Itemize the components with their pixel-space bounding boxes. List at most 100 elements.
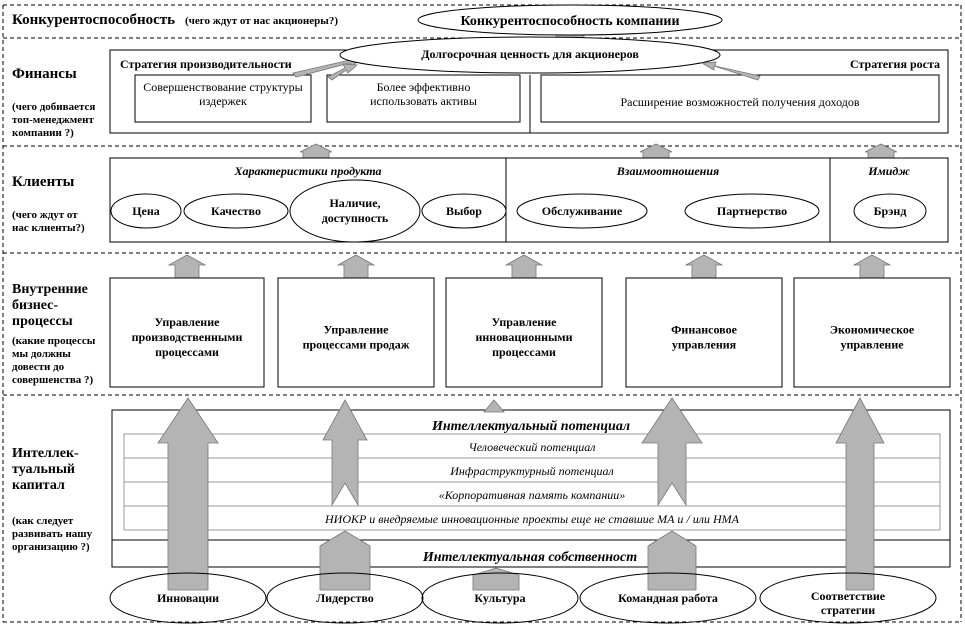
client-value-label: Партнерство [717,204,787,218]
up-arrow-icon [483,399,505,413]
client-value-label: Обслуживание [542,204,623,218]
process-label: процессами продаж [303,338,410,352]
client-value-ellipse [684,193,820,229]
driver-ellipse [759,572,937,624]
up-arrow-icon [167,254,207,279]
finance-objective: издержек [199,94,247,108]
row-subtitle: (чего ждут от [12,209,78,221]
driver-label: Командная работа [618,591,718,605]
potential-title: Интеллектуальный потенциал [431,419,630,434]
potential-layer [123,505,941,531]
up-arrow-icon [504,254,544,279]
driver-label: Лидерство [316,591,374,605]
up-arrow-icon [639,143,673,159]
potential-layer-label: НИОКР и внедряемые инновационные проекты… [324,512,740,526]
process-label: Управление [155,315,221,329]
row-title: Финансы [12,66,77,82]
chevron-arrow-icon [647,530,697,591]
process-label: управление [840,338,904,352]
row-title: процессы [12,314,73,329]
client-value-ellipse [421,193,507,229]
finance-objective: Более эффективно [377,80,471,94]
row-title: капитал [12,478,65,493]
strategy-label: Стратегия роста [850,57,940,71]
row-title: Конкурентоспособность [12,12,175,28]
chevron-arrow-icon [319,530,371,591]
client-value-label: доступность [322,211,389,225]
potential-layer-label: Инфраструктурный потенциал [449,464,614,478]
process-label: Финансовое [671,323,737,337]
row-subtitle: совершенства ?) [12,374,94,386]
row-subtitle: нас клиенты?) [12,222,85,234]
process-box [109,277,265,388]
chevron-arrow-icon [472,567,520,591]
client-value-label: Цена [132,204,160,218]
client-value-ellipse [853,193,927,229]
row-title: бизнес- [12,298,58,313]
competitiveness-goal [417,4,723,36]
process-label: Управление [492,315,558,329]
row-subtitle: (как следует [12,515,74,527]
process-label: процессами [155,345,219,359]
driver-ellipse [579,572,757,624]
process-label: Экономическое [830,323,915,337]
diagonal-arrow-icon [700,61,761,81]
client-group-label: Имидж [867,164,910,178]
client-value-label: Брэнд [874,204,907,218]
goal-label: Конкурентоспособность компании [460,14,679,29]
row-subtitle: компании ?) [12,127,74,139]
row-title: Внутренние [12,282,88,297]
driver-label: стратегии [821,603,875,617]
up-arrow-icon [852,254,892,279]
row-subtitle: мы должны [12,348,71,360]
row-subtitle: довести до [12,361,65,373]
diagonal-arrow-icon [327,63,358,81]
client-value-label: Наличие, [329,196,380,210]
driver-label: Соответствие [811,589,886,603]
row-subtitle: (чего ждут от нас акционеры?) [185,15,338,27]
potential-layer-label: Человеческий потенциал [468,440,595,454]
process-label: производственными [132,330,243,344]
long-term-value-label: Долгосрочная ценность для акционеров [421,47,639,61]
big-up-arrow-icon [157,397,219,591]
row-title: Клиенты [12,174,75,190]
up-arrow-icon [336,254,376,279]
strategy-label: Стратегия производительности [120,57,292,71]
client-group-label: Взаимоотношения [616,164,719,178]
row-title: Интеллек- [12,446,79,461]
big-up-arrow-icon [835,397,885,591]
driver-ellipse [421,572,579,624]
big-up-arrow-icon [322,399,368,507]
finance-objective: Совершенствование структуры [143,80,302,94]
process-label: инновационными [475,330,572,344]
row-subtitle: организацию ?) [12,541,90,553]
finance-objective: использовать активы [370,94,477,108]
property-label: Интеллектуальная собственност [422,550,637,565]
row-title: туальный [12,462,75,477]
big-up-arrow-icon [641,397,703,507]
driver-label: Культура [474,591,525,605]
process-box [445,277,603,388]
client-value-label: Выбор [446,204,482,218]
finance-objective-box [134,74,312,123]
client-group-label: Характеристики продукта [233,164,381,178]
process-box [793,277,951,388]
client-value-ellipse [289,179,421,243]
row-subtitle: развивать нашу [12,528,93,540]
finance-objective-box [326,74,521,123]
client-value-label: Качество [211,204,261,218]
client-value-ellipse [516,193,648,229]
row-subtitle: топ-менеджмент [12,114,94,126]
process-box [625,277,783,388]
finance-objective-box [540,74,940,123]
driver-ellipse [109,572,267,624]
row-subtitle: (чего добивается [12,101,95,113]
process-label: управления [672,338,737,352]
potential-layer [123,433,941,459]
row-subtitle: (какие процессы [12,335,96,347]
process-label: Управление [324,323,390,337]
long-term-value [339,36,721,74]
driver-ellipse [266,572,424,624]
potential-layer-label: «Корпоративная память компании» [439,488,626,502]
